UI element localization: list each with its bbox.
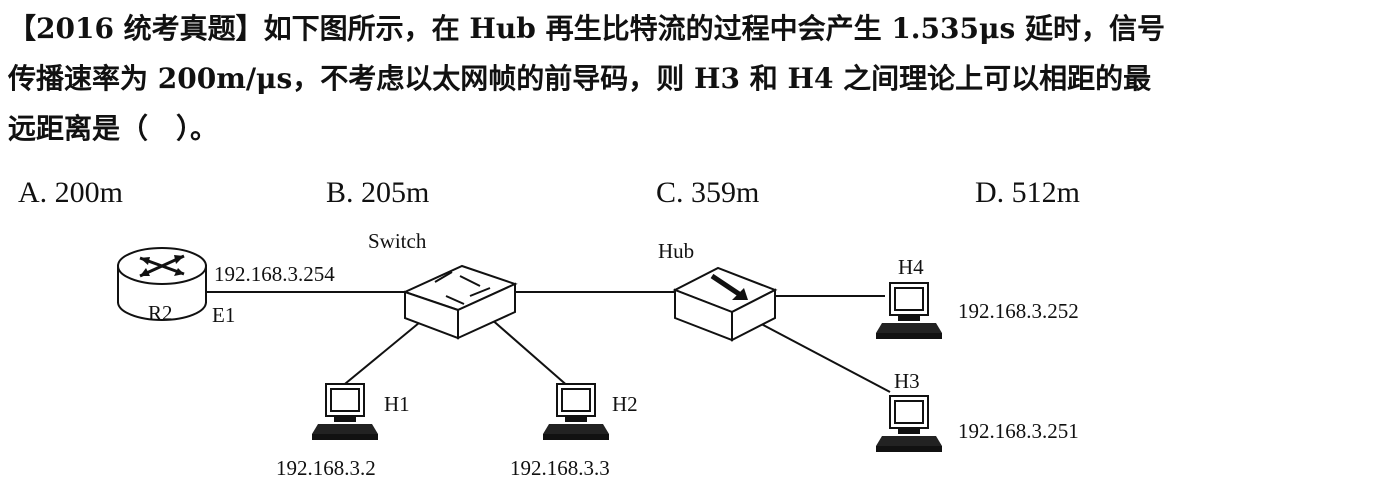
option-b[interactable]: B. 205m <box>326 176 430 209</box>
answer-options: A. 200m B. 205m C. 359m D. 512m <box>0 176 1387 216</box>
switch-icon <box>402 264 518 340</box>
option-c[interactable]: C. 359m <box>656 176 760 209</box>
h4-computer-icon <box>875 282 943 340</box>
switch-label: Switch <box>368 229 427 253</box>
question-line-2: 传播速率为 200m/μs，不考虑以太网帧的前导码，则 H3 和 H4 之间理论… <box>8 62 1152 95</box>
link-hub-h3 <box>749 317 891 393</box>
router-icon <box>117 247 207 321</box>
h2-ip: 192.168.3.3 <box>510 456 610 480</box>
option-d[interactable]: D. 512m <box>975 176 1080 209</box>
h4-label: H4 <box>898 255 924 279</box>
h1-ip: 192.168.3.2 <box>276 456 376 480</box>
router-name: R2 <box>148 301 173 325</box>
h3-ip: 192.168.3.251 <box>958 419 1079 443</box>
link-switch-h2 <box>489 317 571 389</box>
question-line-3: 远距离是（ ）。 <box>8 112 219 145</box>
h3-label: H3 <box>894 369 920 393</box>
h2-computer-icon <box>542 383 610 441</box>
hub-label: Hub <box>658 239 694 263</box>
hub-icon <box>672 266 778 342</box>
h2-label: H2 <box>612 392 638 416</box>
option-a[interactable]: A. 200m <box>18 176 123 209</box>
router-ip: 192.168.3.254 <box>214 262 335 286</box>
h3-computer-icon <box>875 395 943 453</box>
h4-ip: 192.168.3.252 <box>958 299 1079 323</box>
h1-computer-icon <box>311 383 379 441</box>
router-port-label: E1 <box>212 303 235 327</box>
question-text: 【2016 统考真题】如下图所示，在 Hub 再生比特流的过程中会产生 1.53… <box>8 4 1380 154</box>
question-line-1: 【2016 统考真题】如下图所示，在 Hub 再生比特流的过程中会产生 1.53… <box>8 12 1165 45</box>
h1-label: H1 <box>384 392 410 416</box>
link-switch-h1 <box>339 317 426 389</box>
